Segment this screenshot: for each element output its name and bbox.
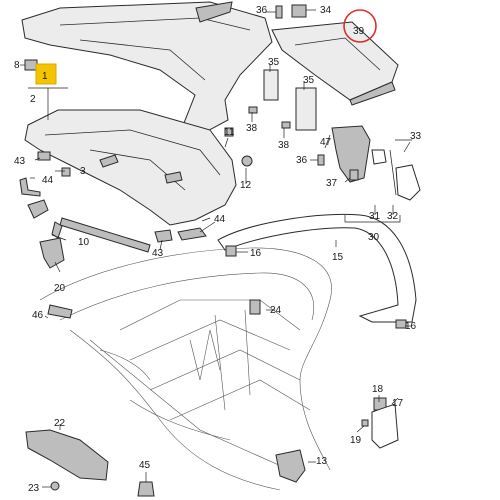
callout-24: 24	[270, 305, 282, 316]
callout-34: 34	[320, 5, 332, 16]
callout-47: 47	[320, 137, 332, 148]
callout-10: 10	[78, 237, 90, 248]
callout-32: 32	[387, 211, 399, 222]
callout-44b: 44	[214, 214, 226, 225]
callout-35a: 35	[268, 57, 280, 68]
callout-18: 18	[372, 384, 384, 395]
small-hardware	[19, 4, 407, 497]
callout-46: 46	[32, 310, 44, 321]
part-15-seal-frame	[217, 214, 417, 323]
callout-39: 39	[353, 26, 365, 37]
vehicle-body-outline	[39, 247, 332, 491]
callout-33: 33	[410, 131, 422, 142]
callout-20: 20	[54, 283, 66, 294]
callout-8: 8	[14, 60, 20, 71]
callout-17: 17	[392, 398, 404, 409]
callout-30: 30	[368, 232, 380, 243]
callout-15: 15	[332, 252, 344, 263]
callout-12: 12	[240, 180, 252, 191]
part-35-plates	[263, 69, 317, 131]
highlight-box-part-1	[35, 63, 57, 85]
callout-1: 1	[42, 71, 48, 82]
callout-2: 2	[30, 94, 36, 105]
part-2-lower-tray	[24, 109, 237, 226]
leader-lines	[20, 9, 412, 488]
callout-37: 37	[326, 178, 338, 189]
callout-31: 31	[369, 211, 381, 222]
callout-36a: 36	[256, 5, 268, 16]
callout-19: 19	[350, 435, 362, 446]
callout-3: 3	[80, 166, 86, 177]
part-30-bracket-assembly	[331, 125, 421, 201]
callout-11: 11	[224, 127, 235, 138]
part-1-top-cover	[21, 1, 273, 136]
callout-36b: 36	[296, 155, 308, 166]
part-39-panel	[271, 21, 399, 106]
part-10-trim-strip	[59, 217, 151, 253]
callout-16b: 16	[405, 321, 417, 332]
callout-13: 13	[316, 456, 328, 467]
highlight-circle-part-39	[343, 9, 377, 43]
callout-35b: 35	[303, 75, 315, 86]
callout-43b: 43	[152, 248, 164, 259]
callout-45: 45	[139, 460, 151, 471]
callout-22: 22	[54, 418, 66, 429]
callout-23: 23	[28, 483, 40, 494]
callout-43a: 43	[14, 156, 26, 167]
callout-38b: 38	[278, 140, 290, 151]
callout-labels: 1 2 3 8 10 11 12 13 15 16 16 17 18 19 20…	[14, 5, 422, 494]
callout-16a: 16	[250, 248, 262, 259]
callout-38a: 38	[246, 123, 258, 134]
callout-44a: 44	[42, 175, 54, 186]
